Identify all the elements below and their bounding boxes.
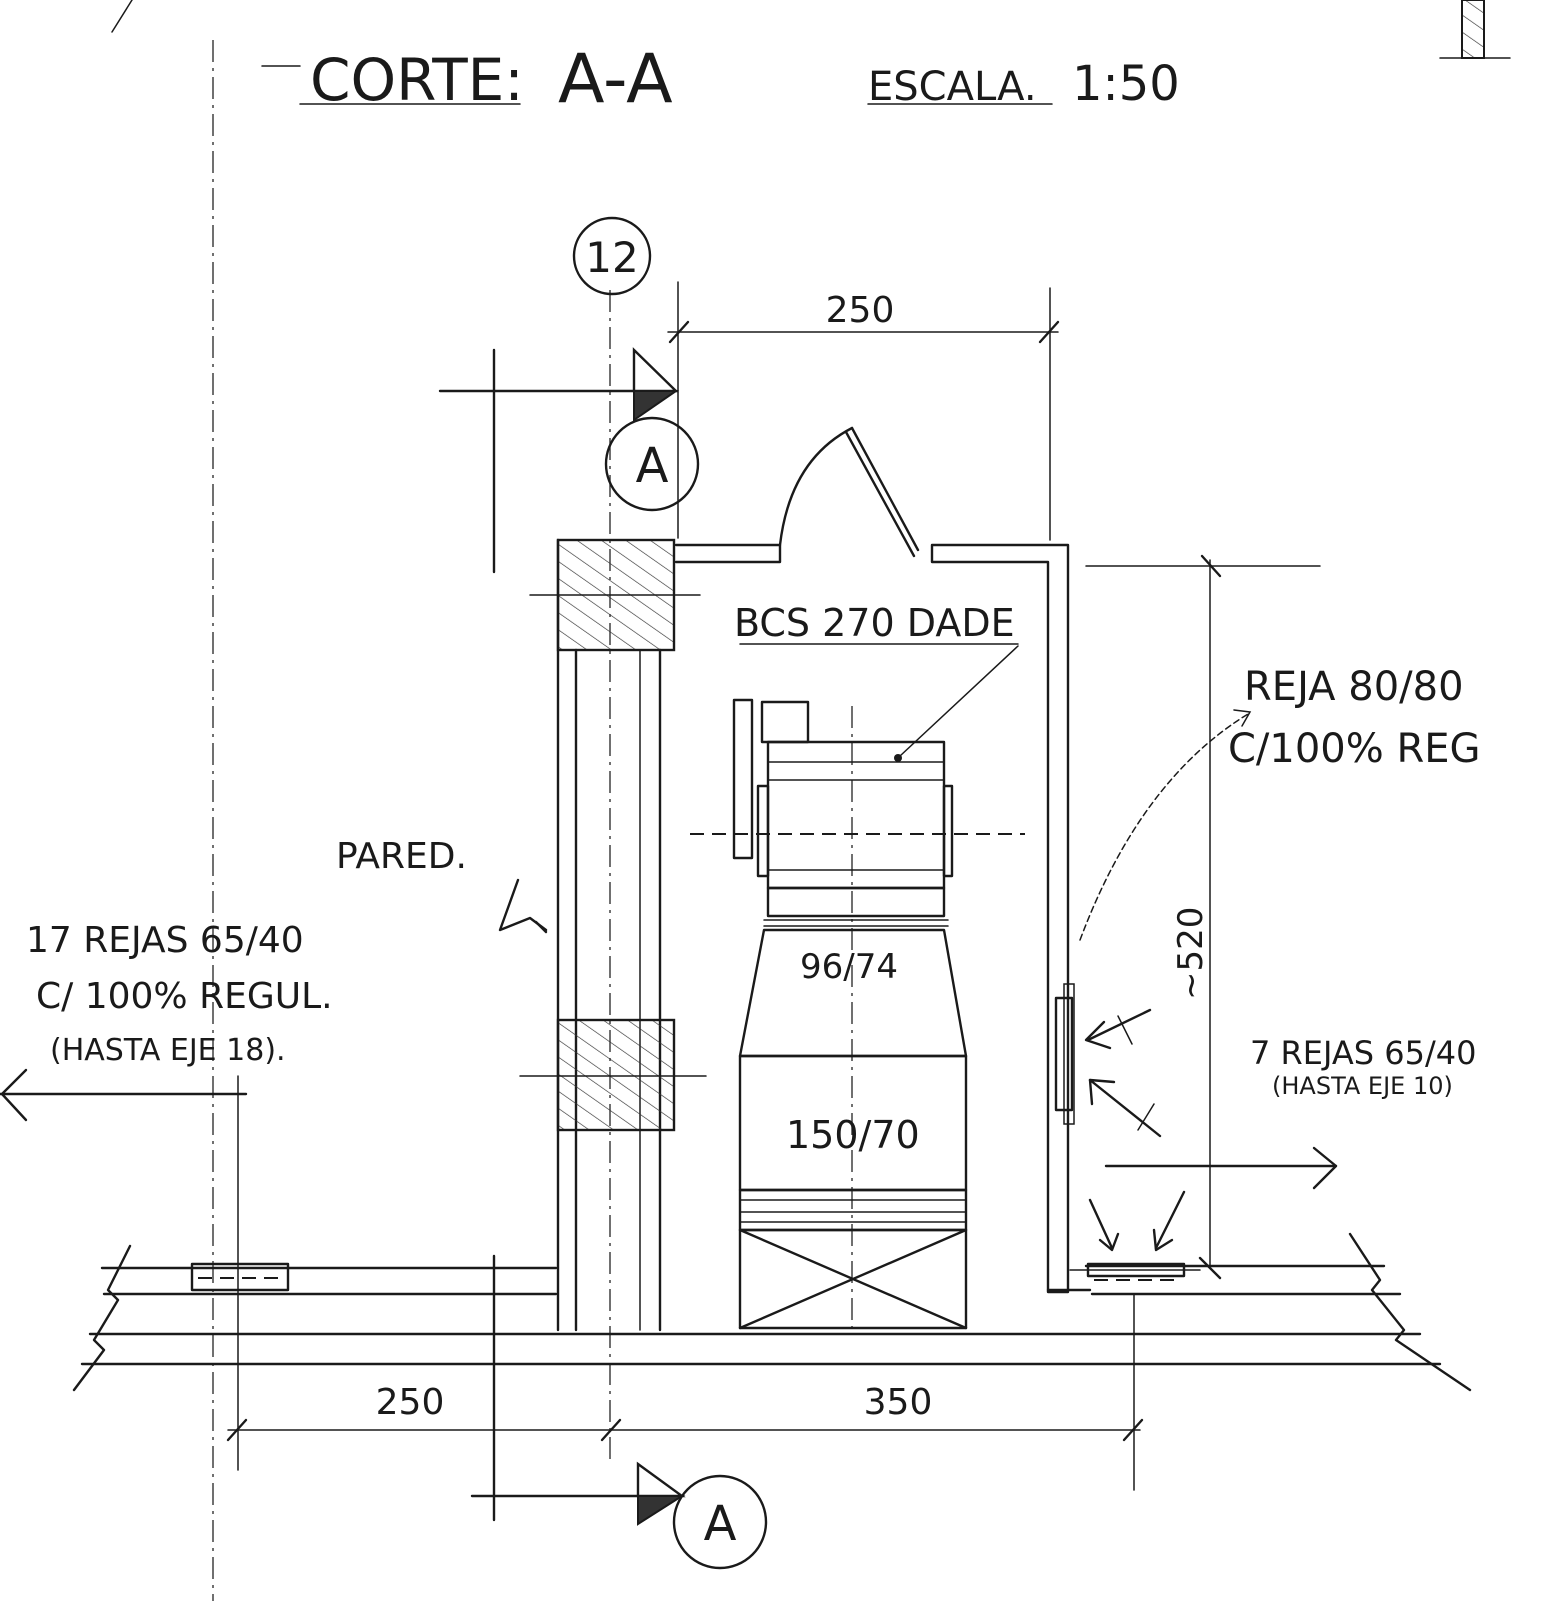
dimension-height: ~520 [1085,554,1321,1280]
svg-text:(HASTA EJE 18).: (HASTA EJE 18). [50,1033,286,1068]
airflow-arrow-left [0,1068,248,1122]
svg-text:12: 12 [585,233,638,282]
airflow-arrow-right [1104,1146,1338,1190]
svg-text:C/100% REG: C/100% REG [1228,726,1481,772]
dimension-bottom-right: 350 [864,1382,933,1423]
title-label: CORTE: [310,46,524,114]
svg-text:17 REJAS 65/40: 17 REJAS 65/40 [26,920,304,961]
svg-text:7 REJAS 65/40: 7 REJAS 65/40 [1250,1034,1476,1072]
right-grilles-label: 7 REJAS 65/40 (HASTA EJE 10) [1250,1034,1476,1100]
svg-text:BCS 270 DADE: BCS 270 DADE [734,601,1015,645]
svg-text:~520: ~520 [1171,907,1211,1000]
svg-text:PARED.: PARED. [336,836,467,877]
svg-text:REJA 80/80: REJA 80/80 [1244,664,1464,710]
circulation-arrows [1084,1008,1186,1252]
svg-text:C/ 100% REGUL.: C/ 100% REGUL. [36,976,333,1017]
duct-label: 150/70 [786,1113,920,1157]
scale-value: 1:50 [1072,56,1180,112]
wall-grille [1054,983,1075,1125]
svg-text:(HASTA EJE 10): (HASTA EJE 10) [1272,1072,1453,1100]
corner-detail [1439,0,1511,59]
main-grille-label: REJA 80/80 C/100% REG [1079,664,1481,941]
left-shaft-wall [519,538,707,1332]
section-marker-top: A [438,347,700,574]
svg-text:A: A [636,438,669,494]
dimension-top: 250 [667,281,1060,541]
scale-label: ESCALA. [868,64,1037,110]
section-marker-bottom: A [470,1461,768,1570]
axis-marker-12: 12 [572,216,652,296]
wall-hatched-block-bottom [556,1018,676,1132]
air-handling-unit [690,698,1025,1330]
unit-label: BCS 270 DADE [734,601,1019,762]
room-walls [674,426,1201,1294]
transition-label: 96/74 [800,947,898,987]
svg-text:250: 250 [826,290,895,331]
left-grilles-label: 17 REJAS 65/40 C/ 100% REGUL. (HASTA EJE… [26,920,333,1068]
wall-label: PARED. [336,836,548,934]
svg-text:A: A [704,1496,737,1552]
drawing-title: CORTE: A-A ESCALA. 1:50 [261,40,1180,119]
title-section: A-A [558,40,673,119]
dimension-bottom-left: 250 [376,1382,445,1423]
floor-slab [72,1232,1472,1392]
dimension-bottom: 250 350 [226,1075,1144,1491]
